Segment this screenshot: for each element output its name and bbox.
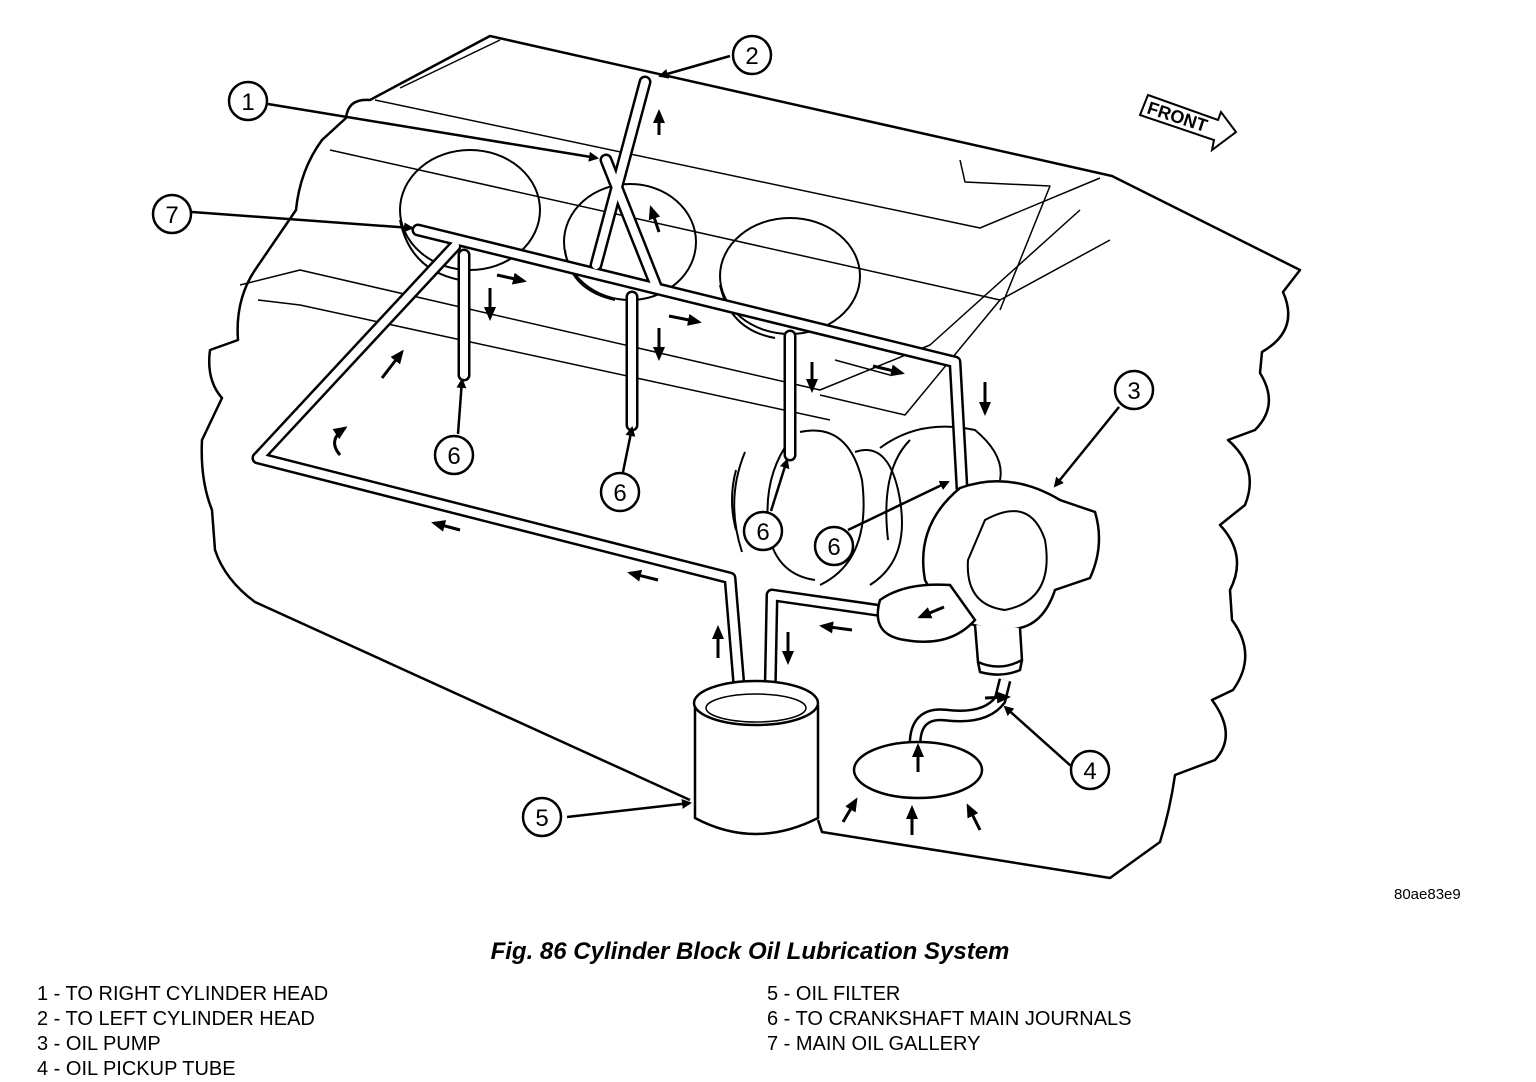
legend-right: 5 - OIL FILTER 6 - TO CRANKSHAFT MAIN JO… <box>767 982 1132 1057</box>
callout-5: 5 <box>535 805 548 832</box>
callout-7: 7 <box>165 202 178 229</box>
legend-item: 1 - TO RIGHT CYLINDER HEAD <box>37 983 329 1005</box>
callout-1: 1 <box>241 89 254 116</box>
callout-6b: 6 <box>613 480 626 507</box>
front-direction-indicator: FRONT <box>1138 93 1238 153</box>
crankshaft-journals <box>731 425 1002 586</box>
flow-arrows <box>332 109 1011 835</box>
figure-code: 80ae83e9 <box>1394 886 1461 903</box>
engine-block <box>200 34 1302 880</box>
legend-item: 2 - TO LEFT CYLINDER HEAD <box>37 1008 315 1030</box>
callout-2: 2 <box>745 43 758 70</box>
legend-left: 1 - TO RIGHT CYLINDER HEAD 2 - TO LEFT C… <box>37 982 328 1082</box>
legend-item: 3 - OIL PUMP <box>37 1033 161 1055</box>
legend-item: 5 - OIL FILTER <box>767 983 901 1005</box>
callout-6a: 6 <box>447 443 460 470</box>
callouts <box>151 34 1155 838</box>
lubrication-diagram: FRONT 1 2 3 4 5 6 6 6 6 7 <box>151 34 1302 880</box>
callout-6d: 6 <box>827 534 840 561</box>
figure-caption: Fig. 86 Cylinder Block Oil Lubrication S… <box>490 938 1010 965</box>
oil-passages <box>251 75 969 705</box>
oil-filter <box>692 679 820 836</box>
callout-6c: 6 <box>756 519 769 546</box>
oil-pump <box>876 480 1101 676</box>
legend-item: 4 - OIL PICKUP TUBE <box>37 1058 236 1080</box>
legend-item: 7 - MAIN OIL GALLERY <box>767 1033 981 1055</box>
oil-pickup-tube <box>852 678 1012 800</box>
callout-4: 4 <box>1083 758 1096 785</box>
legend-item: 6 - TO CRANKSHAFT MAIN JOURNALS <box>767 1008 1132 1030</box>
callout-3: 3 <box>1127 378 1140 405</box>
front-label: FRONT <box>1145 98 1210 136</box>
leader-lines <box>191 54 1120 819</box>
